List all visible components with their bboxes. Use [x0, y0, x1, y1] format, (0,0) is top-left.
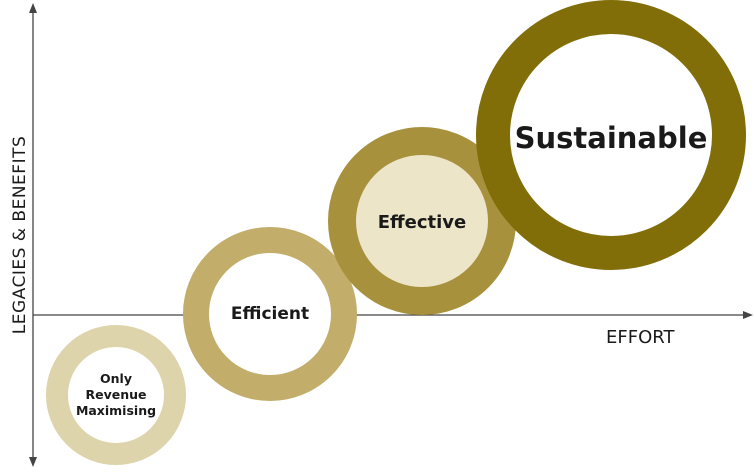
x-axis-label: EFFORT — [606, 327, 675, 348]
y-axis-arrow-top — [29, 3, 37, 13]
stage-label-line: Maximising — [75, 403, 157, 418]
ring-effective — [328, 127, 516, 315]
stage-label-efficient: Efficient — [230, 304, 310, 324]
stage-label-line: Revenue — [85, 387, 147, 402]
stage-label-line: Only — [100, 371, 132, 386]
stage-label-sustainable: Sustainable — [514, 121, 708, 155]
y-axis-label: LEGACIES & BENEFITS — [10, 135, 30, 335]
ring-only-revenue-maximising — [46, 325, 186, 465]
ring-efficient — [183, 227, 357, 401]
stage-label-only-revenue-maximising: Only Revenue Maximising — [68, 360, 164, 430]
x-axis-arrow-right — [743, 311, 753, 319]
ring-sustainable — [476, 0, 746, 270]
stage-label-effective: Effective — [377, 211, 467, 233]
y-axis-arrow-bottom — [29, 457, 37, 467]
